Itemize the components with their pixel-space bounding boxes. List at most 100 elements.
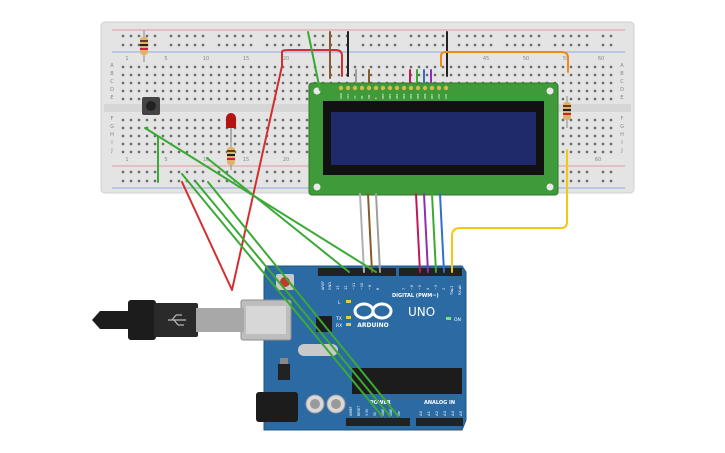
breadboard-hole bbox=[361, 65, 365, 69]
wire-green[interactable] bbox=[207, 181, 399, 417]
analog-label: ANALOG IN bbox=[424, 400, 455, 406]
wire-blue[interactable] bbox=[439, 193, 445, 273]
breadboard-hole bbox=[513, 65, 517, 69]
breadboard-hole bbox=[593, 97, 597, 101]
breadboard-hole bbox=[609, 170, 613, 174]
breadboard-hole bbox=[569, 118, 573, 122]
breadboard-hole bbox=[265, 43, 269, 47]
breadboard-hole bbox=[609, 142, 613, 146]
breadboard-hole bbox=[273, 142, 277, 146]
breadboard-hole bbox=[473, 43, 477, 47]
breadboard-hole bbox=[209, 126, 213, 130]
breadboard-hole bbox=[561, 34, 565, 38]
breadboard-hole bbox=[265, 97, 269, 101]
breadboard-hole bbox=[393, 43, 397, 47]
breadboard-hole bbox=[257, 89, 261, 93]
wire-gray[interactable] bbox=[359, 193, 365, 273]
breadboard-hole bbox=[169, 65, 173, 69]
analog-pin-label: A0 bbox=[418, 410, 423, 416]
wire-green[interactable] bbox=[431, 193, 437, 273]
arduino-logo-icon bbox=[353, 302, 393, 320]
wire-red[interactable] bbox=[181, 65, 283, 291]
digital-pin-label: ~10 bbox=[360, 283, 364, 290]
breadboard-hole bbox=[137, 97, 141, 101]
usb-icon bbox=[168, 314, 186, 326]
power-pin-label: 5V bbox=[373, 411, 377, 416]
breadboard-hole bbox=[281, 150, 285, 154]
power-jack bbox=[256, 392, 298, 422]
breadboard-hole bbox=[241, 170, 245, 174]
breadboard-hole bbox=[161, 73, 165, 77]
breadboard-hole bbox=[601, 126, 605, 130]
breadboard-hole bbox=[137, 142, 141, 146]
row-label: G bbox=[110, 124, 114, 130]
breadboard-hole bbox=[169, 34, 173, 38]
breadboard-hole bbox=[377, 34, 381, 38]
breadboard-hole bbox=[241, 126, 245, 130]
breadboard-hole bbox=[233, 81, 237, 85]
pushbutton[interactable] bbox=[142, 97, 160, 115]
wire-purple[interactable] bbox=[423, 193, 429, 273]
wire-yellow[interactable] bbox=[451, 149, 568, 273]
breadboard-hole bbox=[177, 65, 181, 69]
breadboard-hole bbox=[601, 97, 605, 101]
lcd-pin-header bbox=[338, 85, 449, 91]
breadboard-hole bbox=[497, 65, 501, 69]
breadboard-hole bbox=[137, 126, 141, 130]
breadboard-hole bbox=[137, 134, 141, 138]
row-label: G bbox=[620, 124, 624, 130]
breadboard-hole bbox=[233, 34, 237, 38]
arduino-uno-board[interactable]: ARDUINO UNO DIGITAL (PWM~) POWER ANALOG … bbox=[240, 265, 467, 431]
breadboard-hole bbox=[257, 142, 261, 146]
resistor-top-left[interactable] bbox=[140, 30, 148, 62]
wire-green[interactable] bbox=[181, 173, 383, 417]
resistor-led[interactable] bbox=[227, 142, 235, 170]
breadboard-hole bbox=[169, 89, 173, 93]
breadboard-hole bbox=[121, 179, 125, 183]
breadboard-hole bbox=[593, 126, 597, 130]
breadboard-hole bbox=[385, 65, 389, 69]
breadboard-hole bbox=[393, 34, 397, 38]
lcd-module[interactable] bbox=[308, 82, 559, 196]
breadboard-hole bbox=[465, 34, 469, 38]
wire-green[interactable] bbox=[195, 181, 391, 417]
breadboard-hole bbox=[401, 73, 405, 77]
breadboard-hole bbox=[209, 89, 213, 93]
wire-green[interactable] bbox=[307, 31, 321, 91]
wire-green[interactable] bbox=[206, 157, 350, 273]
breadboard-hole bbox=[601, 134, 605, 138]
breadboard-hole bbox=[289, 89, 293, 93]
breadboard-hole bbox=[441, 65, 445, 69]
breadboard-hole bbox=[289, 134, 293, 138]
wire-gray[interactable] bbox=[375, 193, 381, 273]
arduino-brand: ARDUINO bbox=[357, 322, 388, 329]
breadboard-hole bbox=[265, 65, 269, 69]
breadboard-hole bbox=[185, 73, 189, 77]
usb-cable[interactable] bbox=[92, 300, 244, 340]
wire-magenta[interactable] bbox=[415, 193, 421, 273]
breadboard-hole bbox=[473, 65, 477, 69]
lcd-pin bbox=[359, 85, 365, 91]
lcd-pin bbox=[415, 85, 421, 91]
breadboard-hole bbox=[361, 43, 365, 47]
led-red[interactable] bbox=[226, 113, 236, 142]
breadboard-hole bbox=[569, 150, 573, 154]
breadboard-hole bbox=[169, 73, 173, 77]
breadboard-hole bbox=[177, 142, 181, 146]
breadboard-hole bbox=[281, 97, 285, 101]
resistor-right[interactable] bbox=[563, 96, 571, 128]
breadboard-hole bbox=[569, 142, 573, 146]
breadboard-hole bbox=[249, 43, 253, 47]
digital-pin-label: GND bbox=[328, 282, 332, 290]
digital-pin-label: 8 bbox=[376, 288, 380, 290]
breadboard-hole bbox=[241, 97, 245, 101]
breadboard-hole bbox=[313, 34, 317, 38]
breadboard-hole bbox=[609, 97, 613, 101]
breadboard-hole bbox=[241, 179, 245, 183]
wire-brown[interactable] bbox=[367, 193, 373, 273]
breadboard-hole bbox=[249, 118, 253, 122]
breadboard-hole bbox=[537, 65, 541, 69]
breadboard-hole bbox=[577, 142, 581, 146]
breadboard-hole bbox=[441, 43, 445, 47]
wire-orange[interactable] bbox=[440, 51, 569, 73]
